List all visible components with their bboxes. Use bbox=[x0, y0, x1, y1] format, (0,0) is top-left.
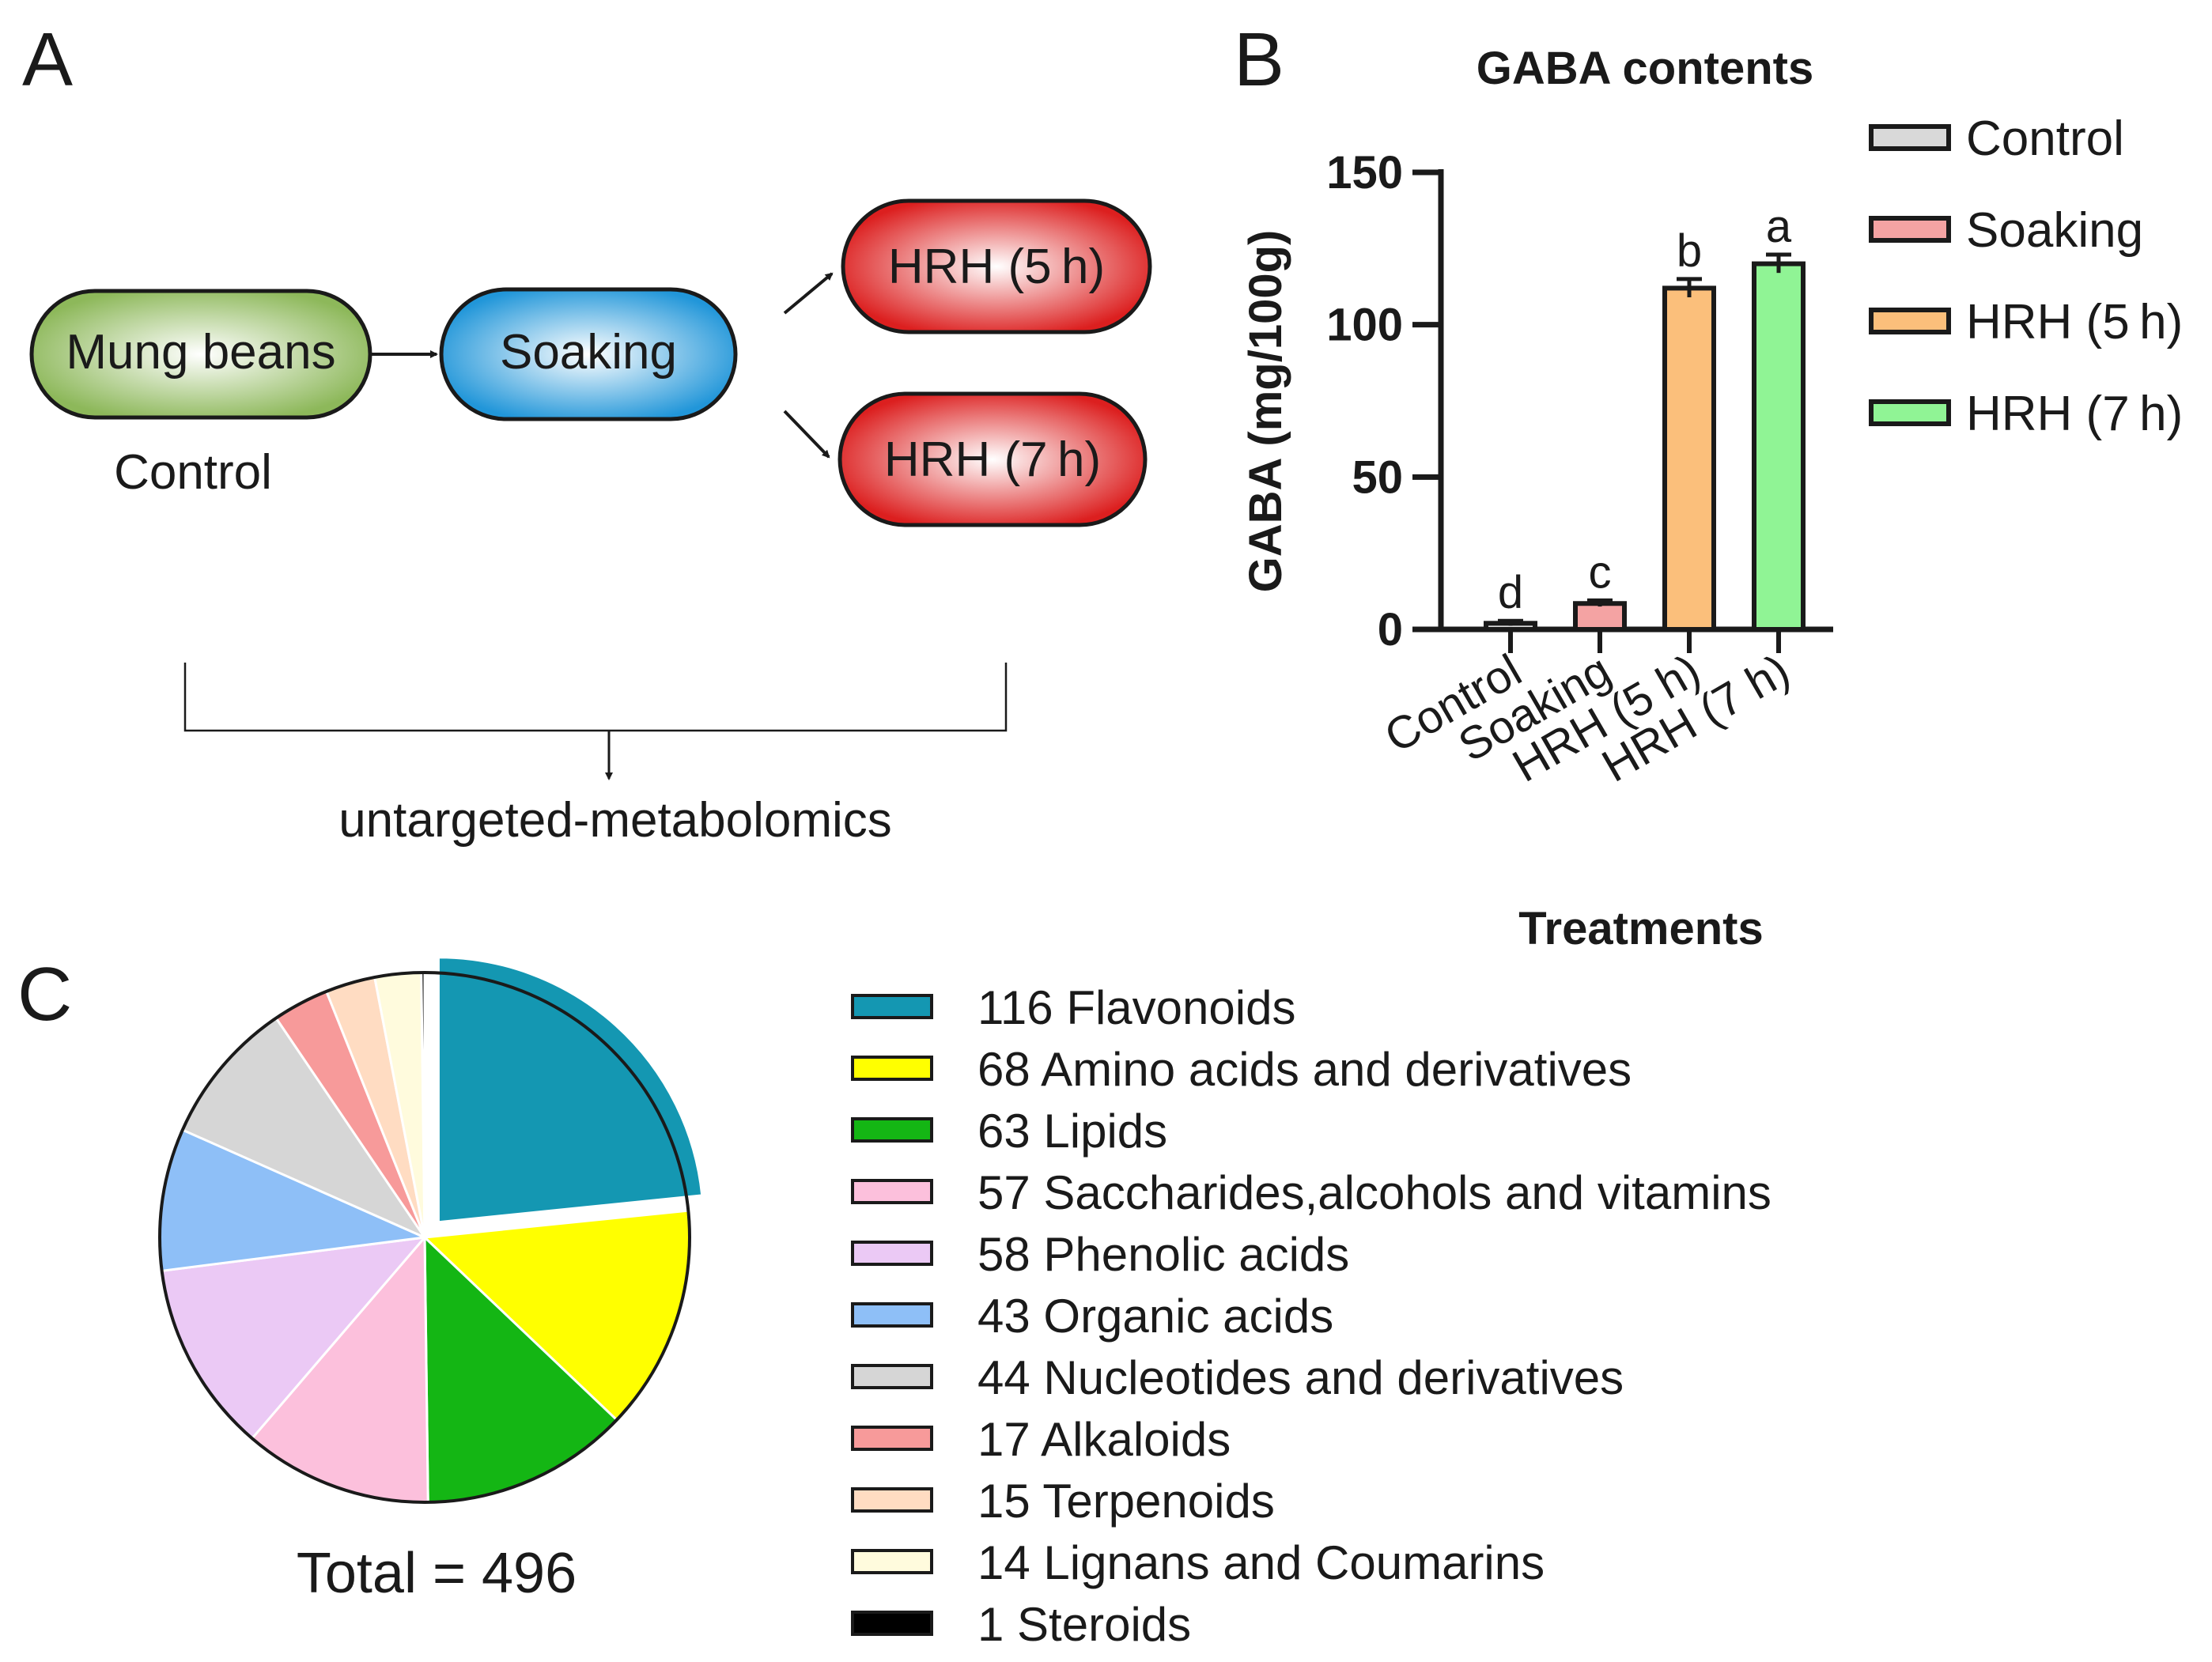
node-soaking: Soaking bbox=[439, 287, 738, 421]
bar bbox=[1573, 601, 1627, 632]
pie-legend-swatch bbox=[851, 1241, 933, 1266]
bracket bbox=[183, 663, 1008, 732]
node-hrh-7h: HRH (7 h) bbox=[838, 391, 1148, 527]
node-soaking-label: Soaking bbox=[500, 325, 677, 380]
legend-swatch bbox=[1869, 399, 1951, 426]
pie-legend-swatch bbox=[851, 1056, 933, 1081]
pie-legend-label: 43 Organic acids bbox=[977, 1290, 1333, 1343]
legend-label: HRH (7 h) bbox=[1966, 387, 2183, 441]
pie-legend-swatch bbox=[851, 1549, 933, 1574]
pie-legend-swatch bbox=[851, 994, 933, 1019]
pie-outline bbox=[158, 971, 691, 1504]
node-hrh-7h-label: HRH (7 h) bbox=[884, 432, 1101, 487]
x-axis-label: Treatments bbox=[1518, 903, 1763, 954]
pie-legend-label: 68 Amino acids and derivatives bbox=[977, 1043, 1632, 1096]
pie-legend-swatch bbox=[851, 1487, 933, 1513]
pie-legend-label: 15 Terpenoids bbox=[977, 1475, 1275, 1528]
pie-legend-swatch bbox=[851, 1611, 933, 1636]
y-tick-label: 150 bbox=[1326, 147, 1403, 198]
panel-letter-a: A bbox=[22, 17, 73, 102]
bar-y-ticks: 0 50 100 150 bbox=[1326, 147, 1441, 655]
significance-letter: a bbox=[1766, 201, 1792, 252]
legend-swatch bbox=[1869, 308, 1951, 334]
legend-swatch bbox=[1869, 124, 1951, 151]
panel-a: A Mung beans Soaking HRH (5 h) HRH (7 h)… bbox=[22, 17, 1152, 848]
panel-letter-c: C bbox=[17, 952, 72, 1037]
pie-legend-label: 63 Lipids bbox=[977, 1105, 1167, 1158]
pie-legend-label: 1 Steroids bbox=[977, 1598, 1191, 1651]
pie-legend-label: 44 Nucleotides and derivatives bbox=[977, 1351, 1624, 1404]
y-tick-label: 0 bbox=[1378, 604, 1403, 655]
pie-legend-swatch bbox=[851, 1179, 933, 1204]
pie-legend-swatch bbox=[851, 1117, 933, 1143]
pie-legend-label: 58 Phenolic acids bbox=[977, 1228, 1349, 1281]
panel-b: B GABA contents GABA (mg/100g) Treatment… bbox=[1234, 17, 2183, 954]
arrow-to-hrh5 bbox=[783, 272, 834, 315]
legend-label: Control bbox=[1966, 111, 2124, 166]
bar-marks: d c b a bbox=[1484, 201, 1806, 633]
legend-label: Soaking bbox=[1966, 203, 2143, 258]
control-label: Control bbox=[114, 445, 272, 500]
significance-letter: d bbox=[1498, 567, 1523, 618]
pie-legend-label: 17 Alkaloids bbox=[977, 1413, 1231, 1466]
significance-letter: b bbox=[1677, 225, 1702, 277]
legend-label: HRH (5 h) bbox=[1966, 295, 2183, 349]
legend-swatch bbox=[1869, 216, 1951, 243]
pie-legend-label: 116 Flavonoids bbox=[977, 981, 1295, 1034]
panel-letter-b: B bbox=[1234, 17, 1284, 102]
bar bbox=[1752, 261, 1806, 632]
panel-c: C Total = 496 116 Flavonoids 68 Amino aci… bbox=[17, 952, 1771, 1651]
pie-legend: 116 Flavonoids 68 Amino acids and derivat… bbox=[851, 981, 1771, 1651]
arrow-to-hrh7 bbox=[783, 410, 830, 459]
pie-total-label: Total = 496 bbox=[297, 1542, 577, 1605]
bar-chart-title: GABA contents bbox=[1477, 43, 1813, 94]
bar bbox=[1662, 285, 1716, 632]
y-axis-label: GABA (mg/100g) bbox=[1240, 230, 1291, 593]
y-tick-label: 100 bbox=[1326, 300, 1403, 351]
significance-letter: c bbox=[1589, 546, 1612, 598]
y-tick-label: 50 bbox=[1352, 451, 1403, 503]
node-hrh-5h: HRH (5 h) bbox=[841, 198, 1152, 334]
node-hrh-5h-label: HRH (5 h) bbox=[888, 240, 1105, 294]
pie-slice bbox=[437, 956, 704, 1224]
pie-slices bbox=[158, 956, 704, 1504]
node-mung-beans-label: Mung beans bbox=[66, 325, 335, 380]
metabolomics-label: untargeted-metabolomics bbox=[338, 793, 892, 848]
pie-legend-label: 14 Lignans and Coumarins bbox=[977, 1536, 1545, 1589]
pie-legend-swatch bbox=[851, 1426, 933, 1451]
node-mung-beans: Mung beans bbox=[29, 289, 372, 420]
pie-legend-label: 57 Saccharides,alcohols and vitamins bbox=[977, 1166, 1771, 1219]
pie-legend-swatch bbox=[851, 1364, 933, 1389]
pie-legend-swatch bbox=[851, 1302, 933, 1328]
